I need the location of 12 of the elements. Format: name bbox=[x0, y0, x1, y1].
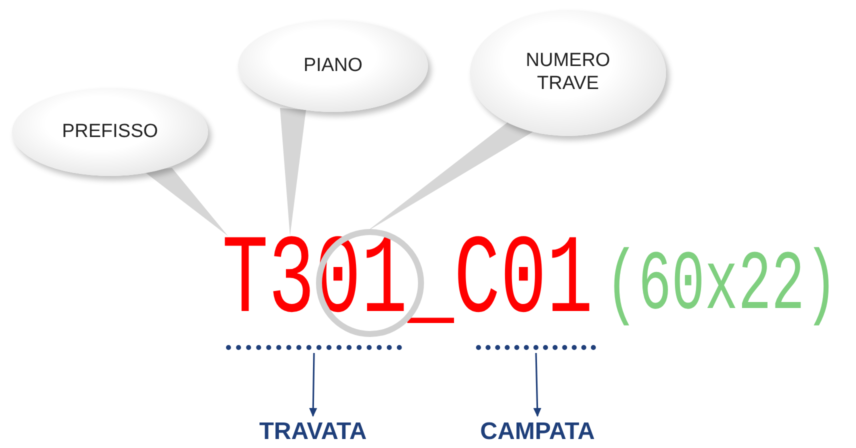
callout-tail bbox=[280, 108, 306, 236]
dotted-underline bbox=[226, 345, 402, 351]
arrow bbox=[309, 352, 318, 417]
beam-code: T301_C01 bbox=[222, 232, 593, 332]
group-label: TRAVATA bbox=[243, 418, 383, 446]
group-label: CAMPATA bbox=[465, 418, 610, 446]
callout-bubble: PIANO bbox=[238, 20, 428, 112]
dotted-underline bbox=[476, 345, 596, 351]
callout-bubble: NUMERO TRAVE bbox=[470, 10, 666, 136]
callout-bubble: PREFISSO bbox=[12, 88, 208, 176]
arrow bbox=[533, 352, 542, 417]
section-size-label: (60x22) bbox=[605, 247, 838, 327]
